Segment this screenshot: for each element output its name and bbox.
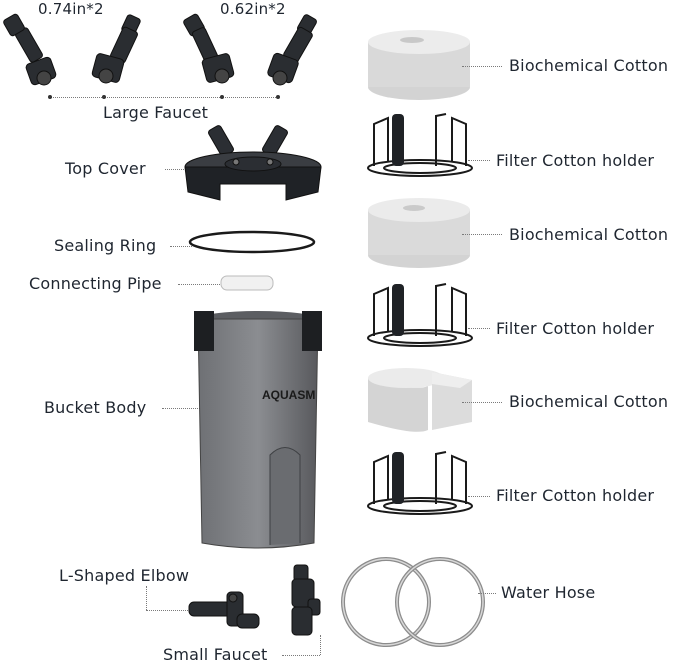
sealing-ring-label: Sealing Ring: [54, 236, 156, 255]
water-hose-leader: [478, 593, 496, 594]
faucet-point-4: [276, 95, 280, 99]
cotton-1-label: Biochemical Cotton: [509, 56, 668, 75]
biochemical-cotton-1-image: [366, 29, 472, 103]
large-faucet-1: [0, 10, 70, 90]
faucet-point-2: [102, 95, 106, 99]
bucket-body-image: AQUASM: [190, 305, 328, 555]
large-faucet-label: Large Faucet: [103, 103, 208, 122]
small-faucet-image: [284, 563, 324, 639]
large-faucet-3: [178, 10, 248, 90]
large-faucet-4: [262, 10, 332, 90]
top-cover-image: [180, 122, 330, 212]
cotton-3-label: Biochemical Cotton: [509, 392, 668, 411]
l-elbow-leader-v: [146, 586, 147, 610]
bucket-brand-text: AQUASM: [262, 388, 315, 402]
small-faucet-leader-h: [282, 655, 320, 656]
filter-holder-3-image: [366, 448, 476, 518]
l-elbow-label: L-Shaped Elbow: [59, 566, 189, 585]
bucket-body-label: Bucket Body: [44, 398, 146, 417]
cotton-1-leader: [462, 66, 502, 67]
faucet-line: [50, 97, 278, 98]
cotton-2-leader: [462, 234, 502, 235]
l-elbow-image: [185, 590, 265, 636]
faucet-point-1: [48, 95, 52, 99]
water-hose-image: [338, 552, 488, 652]
small-faucet-label: Small Faucet: [163, 645, 268, 664]
cotton-2-label: Biochemical Cotton: [509, 225, 668, 244]
water-hose-label: Water Hose: [501, 583, 595, 602]
holder-3-leader: [468, 496, 490, 497]
biochemical-cotton-3-image: [366, 364, 476, 438]
faucet-point-3: [220, 95, 224, 99]
biochemical-cotton-2-image: [366, 197, 472, 271]
sealing-ring-image: [188, 230, 318, 256]
holder-1-label: Filter Cotton holder: [496, 151, 654, 170]
top-cover-label: Top Cover: [65, 159, 146, 178]
filter-holder-1-image: [366, 110, 476, 180]
connecting-pipe-label: Connecting Pipe: [29, 274, 162, 293]
cotton-3-leader: [462, 402, 502, 403]
holder-1-leader: [468, 160, 490, 161]
filter-holder-2-image: [366, 280, 476, 350]
large-faucet-2: [88, 10, 158, 90]
small-faucet-leader-v: [320, 635, 321, 655]
connecting-pipe-leader: [178, 284, 226, 285]
holder-2-label: Filter Cotton holder: [496, 319, 654, 338]
holder-3-label: Filter Cotton holder: [496, 486, 654, 505]
connecting-pipe-image: [220, 275, 276, 293]
holder-2-leader: [468, 328, 490, 329]
l-elbow-leader-h: [146, 610, 190, 611]
